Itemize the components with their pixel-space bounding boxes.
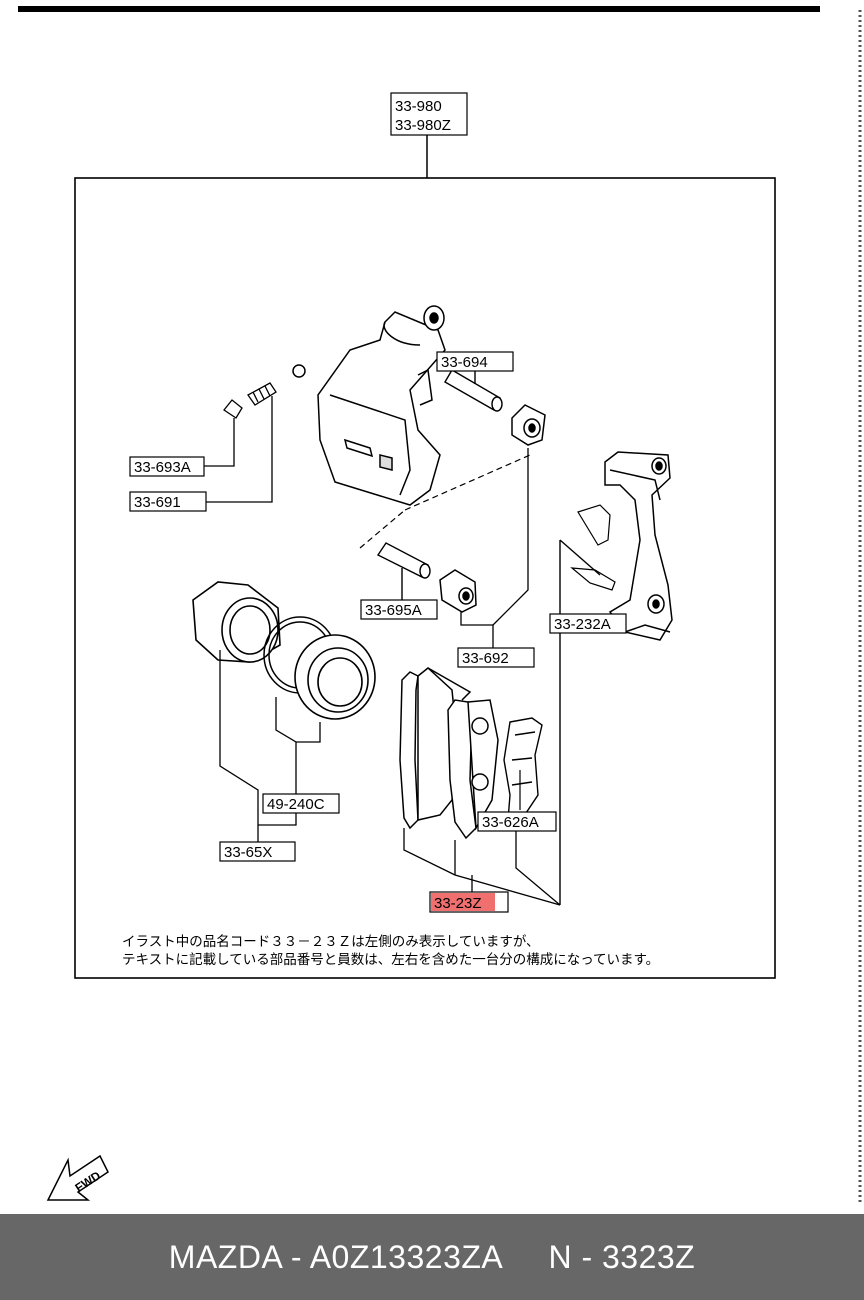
fwd-arrow-icon bbox=[46, 1154, 109, 1201]
callout-33-232a: 33-232A bbox=[554, 616, 611, 633]
footer-bar: MAZDA - A0Z13323ZA N - 3323Z bbox=[0, 1214, 864, 1300]
footer-part-number: MAZDA - A0Z13323ZA N - 3323Z bbox=[168, 1238, 696, 1275]
callout-33-693a: 33-693A bbox=[134, 459, 191, 476]
callout-33-695a: 33-695A bbox=[365, 602, 422, 619]
lower-pin-part bbox=[376, 542, 431, 579]
piston-part bbox=[192, 581, 281, 663]
boot-part bbox=[511, 404, 546, 446]
caliper-body bbox=[292, 305, 446, 506]
inner-brake-pad bbox=[447, 699, 499, 840]
mounting-bracket bbox=[604, 451, 673, 641]
callout-33-65x: 33-65X bbox=[224, 844, 272, 861]
sleeve-part bbox=[439, 569, 477, 613]
callout-33-692: 33-692 bbox=[462, 650, 509, 667]
callout-33-694: 33-694 bbox=[441, 354, 488, 371]
top-bar bbox=[18, 6, 820, 12]
bleeder-screw-part bbox=[247, 382, 277, 406]
callout-33-23z: 33-23Z bbox=[434, 895, 482, 912]
note-line-2: テキストに記載している部品番号と員数は、左右を含めた一台分の構成になっています。 bbox=[122, 951, 659, 968]
pad-shim-part bbox=[503, 717, 543, 823]
outer-brake-pad bbox=[399, 667, 472, 830]
callout-33-691: 33-691 bbox=[134, 494, 181, 511]
guide-pin-part bbox=[444, 369, 503, 412]
dust-boot-part bbox=[294, 634, 376, 720]
assembly-label-1: 33-980 bbox=[395, 98, 442, 115]
assembly-label-2: 33-980Z bbox=[395, 117, 451, 134]
callout-33-626a: 33-626A bbox=[482, 814, 539, 831]
highlight-marker bbox=[431, 893, 495, 911]
diagram-frame bbox=[74, 177, 776, 979]
bleeder-cap-part bbox=[223, 399, 243, 419]
slide-clip-part bbox=[570, 504, 616, 591]
note-line-1: イラスト中の品名コード３３－２３Ｚは左側のみ表示していますが、 bbox=[122, 934, 540, 950]
callout-49-240c: 49-240C bbox=[267, 796, 325, 813]
